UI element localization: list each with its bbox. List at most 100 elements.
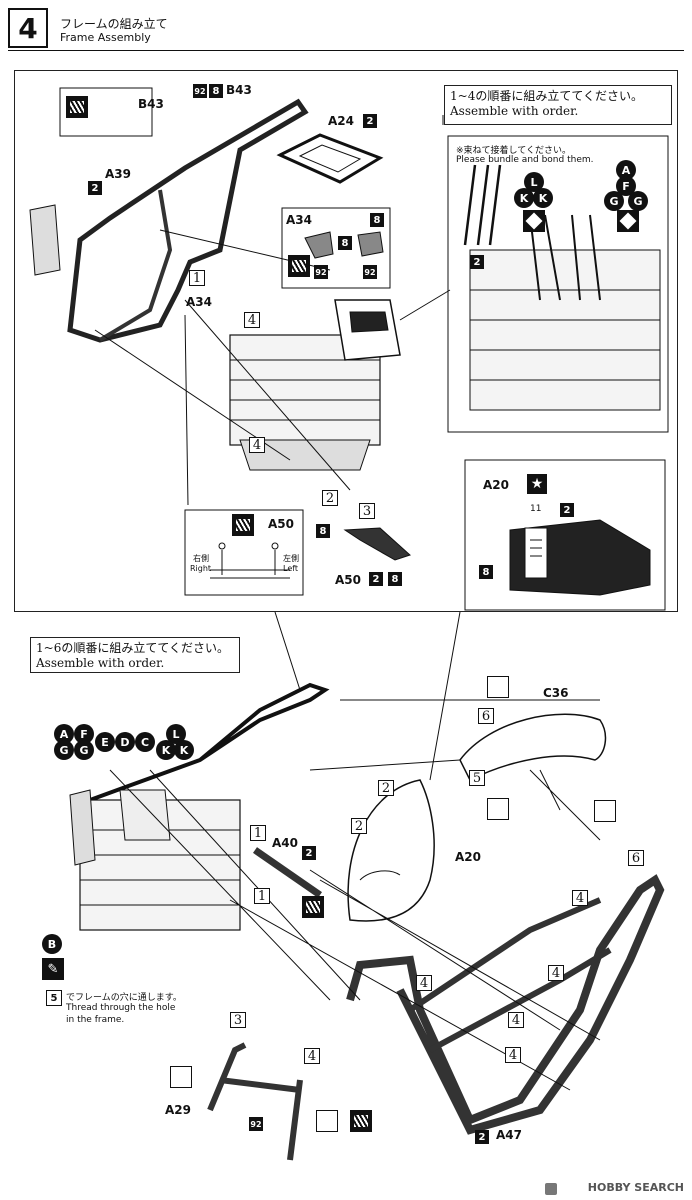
- thread-note-jp: でフレームの穴に通します。: [66, 993, 182, 1003]
- label-a20-bottom: A20: [455, 850, 481, 864]
- badge-a34-92b: 92: [363, 265, 377, 279]
- cement-icon: [66, 96, 88, 118]
- letter-circle-l-b: L: [166, 724, 186, 744]
- label-a24: A24: [328, 114, 354, 128]
- paint-diamond-icon-2: [617, 210, 639, 232]
- badge-a34-8b: 8: [338, 236, 352, 250]
- badge-step5-thread: 5: [46, 990, 62, 1006]
- step-3-top: 3: [359, 503, 375, 519]
- letter-circle-a-b: A: [54, 724, 74, 744]
- step-4c-bottom: 4: [416, 975, 432, 991]
- badge-a20-2: 2: [560, 503, 574, 517]
- step-1b-bottom: 1: [254, 888, 270, 904]
- label-a50-main: A50: [335, 573, 361, 587]
- letter-circle-e-b: E: [95, 732, 115, 752]
- letter-circle-k-b2: K: [174, 740, 194, 760]
- left-side-jp: 左側: [283, 554, 299, 563]
- step-2a-bottom: 2: [378, 780, 394, 796]
- letter-circle-k-b1: K: [156, 740, 176, 760]
- step-4f-bottom: 4: [304, 1048, 320, 1064]
- no-cement-icon-4: [170, 1066, 192, 1088]
- order-note-bottom-en: Assemble with order.: [36, 656, 165, 670]
- thread-note-en1: Thread through the hole: [66, 1003, 176, 1013]
- letter-circle-a: A: [616, 160, 636, 180]
- step-3-bottom: 3: [230, 1012, 246, 1028]
- badge-a50-2: 2: [369, 572, 383, 586]
- label-a29: A29: [165, 1103, 191, 1117]
- cement-icon-a29: [350, 1110, 372, 1132]
- no-cement-icon-2: [487, 798, 509, 820]
- step-6a-bottom: 6: [478, 708, 494, 724]
- cement-icon-a34: [288, 255, 310, 277]
- left-side-en: Left: [283, 564, 299, 573]
- label-b43-top: B43: [226, 83, 252, 97]
- label-a50-box: A50: [268, 517, 294, 531]
- label-a47: A47: [496, 1128, 522, 1142]
- label-b43-left: B43: [138, 97, 164, 111]
- label-a39: A39: [105, 167, 131, 181]
- thread-note-en2: in the frame.: [66, 1015, 125, 1025]
- step-4b-top: 4: [249, 437, 265, 453]
- step-2b-bottom: 2: [351, 818, 367, 834]
- header-divider: [8, 50, 684, 51]
- step-1-top: 1: [189, 270, 205, 286]
- page-title-jp: フレームの組み立て: [60, 17, 168, 31]
- letter-circle-l: L: [524, 172, 544, 192]
- order-note-top: 1~4の順番に組み立ててください。 Assemble with order.: [444, 85, 672, 125]
- letter-circle-f-b: F: [74, 724, 94, 744]
- step-number-box: 4: [8, 8, 48, 48]
- bundle-note-jp: ※束ねて接着してください。: [456, 146, 572, 156]
- badge-a50-8-left: 8: [316, 524, 330, 538]
- letter-circle-f: F: [616, 176, 636, 196]
- step-number: 4: [18, 11, 38, 45]
- right-side-jp: 右側: [193, 554, 209, 563]
- letter-circle-b: B: [42, 934, 62, 954]
- letter-circle-c-b: C: [135, 732, 155, 752]
- bundle-note-en: Please bundle and bond them.: [456, 155, 594, 165]
- step-2-top: 2: [322, 490, 338, 506]
- order-note-top-jp: 1~4の順番に組み立ててください。: [450, 89, 643, 103]
- label-a34-main: A34: [186, 295, 212, 309]
- badge-a24-2: 2: [363, 114, 377, 128]
- step-1a-bottom: 1: [250, 825, 266, 841]
- badge-b43-8: 8: [209, 84, 223, 98]
- paint-brush-icon: ✎: [42, 958, 64, 980]
- label-a20-panel: A20: [483, 478, 509, 492]
- cement-icon-a50: [232, 514, 254, 536]
- step-4a-bottom: 4: [572, 890, 588, 906]
- letter-circle-g-b2: G: [74, 740, 94, 760]
- cement-icon-a40: [302, 896, 324, 918]
- badge-a47-2: 2: [475, 1130, 489, 1144]
- badge-bundle-2: 2: [470, 255, 484, 269]
- step-4a-top: 4: [244, 312, 260, 328]
- step-4e-bottom: 4: [505, 1047, 521, 1063]
- letter-circle-g1: G: [604, 191, 624, 211]
- badge-a34-92a: 92: [314, 265, 328, 279]
- label-c36: C36: [543, 686, 569, 700]
- decal-number-11: 11: [530, 504, 542, 514]
- letter-circle-g-b1: G: [54, 740, 74, 760]
- badge-a29-92: 92: [249, 1117, 263, 1131]
- letter-circle-d-b: D: [115, 732, 135, 752]
- order-note-top-en: Assemble with order.: [450, 104, 579, 118]
- badge-b43-92: 92: [193, 84, 207, 98]
- letter-circle-g2: G: [628, 191, 648, 211]
- watermark: HOBBY SEARCH: [587, 1181, 684, 1194]
- paint-diamond-icon-1: [523, 210, 545, 232]
- badge-a39-2: 2: [88, 181, 102, 195]
- page-title-en: Frame Assembly: [60, 31, 151, 44]
- no-cement-icon-1: [487, 676, 509, 698]
- step-4d-bottom: 4: [508, 1012, 524, 1028]
- no-cement-icon-5: [316, 1110, 338, 1132]
- badge-a20-8: 8: [479, 565, 493, 579]
- badge-a40-2: 2: [302, 846, 316, 860]
- right-side-en: Right: [190, 564, 212, 573]
- step-5-bottom: 5: [469, 770, 485, 786]
- letter-circle-k2: K: [533, 188, 553, 208]
- step-6b-bottom: 6: [628, 850, 644, 866]
- label-a34-box: A34: [286, 213, 312, 227]
- letter-circle-k1: K: [514, 188, 534, 208]
- label-a40: A40: [272, 836, 298, 850]
- badge-a34-8a: 8: [370, 213, 384, 227]
- badge-a50-8-right: 8: [388, 572, 402, 586]
